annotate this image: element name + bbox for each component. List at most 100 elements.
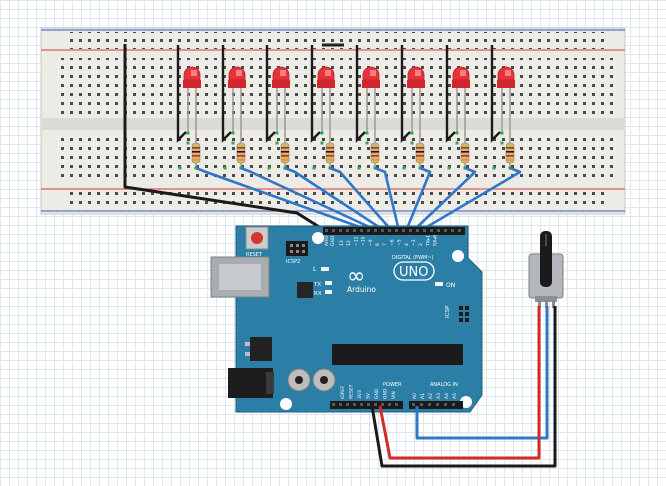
pin-label: ~5 (397, 239, 403, 246)
pin-label: 4 (404, 243, 410, 246)
reset-label: RESET (246, 252, 263, 258)
resistor-band (192, 159, 200, 161)
5v-power-wire (378, 306, 541, 460)
top-rail-holes (64, 32, 604, 49)
mount-hole (452, 250, 464, 262)
signal-wire (195, 166, 372, 233)
gnd-label: GND (330, 235, 336, 246)
analog-signal-wire (415, 306, 549, 440)
arduino-board: RESET ICSP2 L TX RX ON ∞ UNO Arduino ICS… (210, 225, 483, 413)
icsp-pin (459, 312, 463, 316)
led-highlight (370, 70, 376, 76)
rx-label: RX (314, 291, 322, 297)
header-pin (353, 229, 356, 232)
led-l-label: L (313, 266, 317, 273)
connection-point (410, 141, 414, 145)
pin-label: 13 (339, 240, 345, 246)
connection-point (312, 166, 316, 170)
resistor-band (416, 159, 424, 161)
led-ground-wire (355, 45, 366, 143)
pin-label: IOREF (340, 385, 346, 399)
header-pin (416, 229, 419, 232)
resistor-band (371, 155, 379, 157)
icsp-pin (459, 306, 463, 310)
connection-point (320, 141, 324, 145)
usb-connector-inner (219, 264, 261, 290)
led-rim (272, 80, 290, 88)
signal-wire (284, 166, 386, 233)
digital-header (323, 227, 465, 235)
led-highlight (325, 70, 331, 76)
resistor-band (326, 151, 334, 153)
icsp-pin (465, 312, 469, 316)
connection-point (231, 141, 235, 145)
icsp-pin (465, 318, 469, 322)
led-highlight (460, 70, 466, 76)
potentiometer-base (535, 296, 557, 302)
led-tx (325, 281, 332, 285)
connection-point (186, 141, 190, 145)
icsp2-header (286, 241, 308, 256)
header-pin (437, 229, 440, 232)
connection-point (357, 166, 361, 170)
header-pin (452, 403, 455, 406)
resistor-band (416, 151, 424, 153)
bottom-rail-holes (64, 192, 604, 209)
icsp2-pin (302, 250, 305, 253)
connection-point (365, 131, 369, 135)
resistor-band (461, 151, 469, 153)
connection-point (275, 131, 279, 135)
connection-point (275, 141, 279, 145)
pin-label: 3V3 (357, 390, 363, 399)
breadboard-center-channel (41, 118, 625, 130)
header-pin (451, 229, 454, 232)
led-rim (407, 80, 425, 88)
header-pin (402, 229, 405, 232)
led-highlight (236, 70, 242, 76)
header-pin (381, 229, 384, 232)
led-l (321, 267, 329, 271)
power-jack-end (266, 372, 274, 394)
signal-wire (374, 166, 401, 232)
pin-label: 12 (346, 240, 352, 246)
pin-label: ~9 (368, 239, 374, 246)
signal-wire (412, 166, 477, 232)
capacitor-top (295, 376, 303, 384)
pin-label: VIN (391, 391, 397, 399)
led-highlight (505, 70, 511, 76)
led-rim (497, 80, 515, 88)
header-pin (409, 229, 412, 232)
icsp2-label: ICSP2 (286, 259, 300, 265)
reset-button[interactable] (251, 232, 263, 244)
usb-chip (297, 282, 313, 298)
on-label: ON (446, 282, 455, 289)
atmega-chip (332, 344, 463, 365)
header-pin (458, 229, 461, 232)
potentiometer-knob[interactable] (540, 231, 552, 287)
led-highlight (191, 70, 197, 76)
led-highlight (280, 70, 286, 76)
led-ground-wire (265, 45, 276, 143)
signal-wire (329, 166, 393, 232)
resistor-band (506, 155, 514, 157)
resistor-band (326, 147, 334, 149)
led-ground-wire (490, 45, 501, 143)
connection-point (455, 141, 459, 145)
connection-point (223, 166, 227, 170)
connection-point (320, 131, 324, 135)
resistor-band (461, 155, 469, 157)
signal-wire (419, 166, 522, 233)
arduino-infinity-logo: ∞ (347, 264, 365, 289)
led-ground-wire (400, 45, 411, 143)
connection-point (365, 141, 369, 145)
aref-label: AREF (324, 234, 330, 246)
icsp-pin (465, 306, 469, 310)
connection-point (447, 166, 451, 170)
icsp-label: ICSP (445, 305, 451, 318)
pin-label: A0 (412, 393, 418, 399)
header-pin (388, 403, 391, 406)
resistor-band (461, 147, 469, 149)
pin-label: ~3 (411, 239, 417, 246)
voltage-regulator (250, 337, 272, 361)
